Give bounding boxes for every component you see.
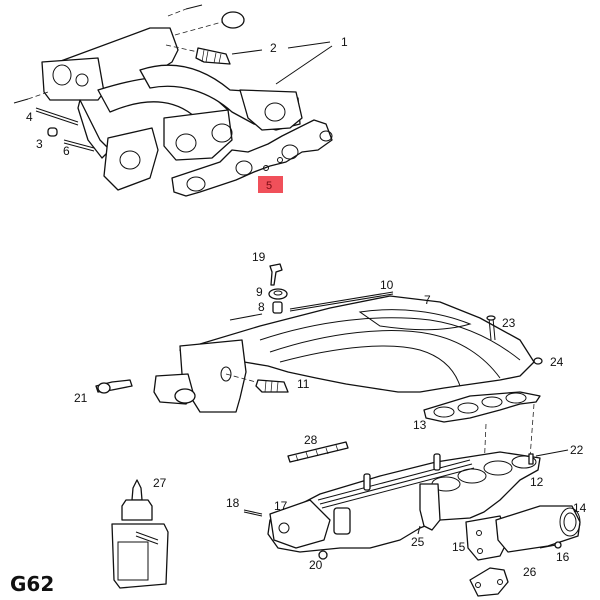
bottle-nozzle [131,479,143,501]
label-part-27[interactable]: 27 [153,476,167,490]
plenum-shell [179,295,535,393]
bottle-body [111,523,169,589]
gasket-exhaust-5[interactable] [171,119,333,197]
label-part-25[interactable]: 25 [411,535,425,549]
pin-top [185,4,203,10]
lower-manifold-12[interactable] [243,441,541,560]
cap-plug [221,11,245,29]
gasket-26[interactable] [469,567,509,597]
pin-18 [243,509,263,515]
label-part-22[interactable]: 22 [570,443,584,457]
stud-4 [35,107,79,123]
bolt-16 [539,544,557,549]
label-part-6[interactable]: 6 [63,144,70,158]
label-part-21[interactable]: 21 [74,391,88,405]
label-part-28[interactable]: 28 [304,433,318,447]
rod-10 [289,291,394,310]
port-flange-1 [103,127,159,191]
pin-left [13,98,29,104]
throttle-flange [41,57,105,101]
label-part-23[interactable]: 23 [502,316,516,330]
label-part-2[interactable]: 2 [270,41,277,55]
label-part-8[interactable]: 8 [258,300,265,314]
bracket-17 [269,499,331,549]
nut-20 [318,550,328,560]
stud-6 [63,139,95,149]
bottle-cap [121,499,153,521]
sleeve-8 [272,301,283,314]
label-part-13[interactable]: 13 [413,418,427,432]
diagram-code: G62 [10,572,54,596]
runner-3 [77,99,111,159]
label-part-7[interactable]: 7 [424,293,431,307]
label-part-18[interactable]: 18 [226,496,240,510]
sealant-bottle-27[interactable] [111,479,169,589]
bolt-23 [488,317,492,341]
label-part-14[interactable]: 14 [573,501,587,515]
nut-24 [533,357,543,365]
stud-28 [287,441,349,463]
label-part-19[interactable]: 19 [252,250,266,264]
highlight-part-5[interactable] [258,176,283,193]
label-part-16[interactable]: 16 [556,550,570,564]
port-flange-3 [239,89,303,131]
label-part-1[interactable]: 1 [341,35,348,49]
resonator-14[interactable] [465,505,581,561]
label-part-12[interactable]: 12 [530,475,544,489]
label-part-17[interactable]: 17 [274,499,288,513]
label-part-4[interactable]: 4 [26,110,33,124]
plenum-upper-7[interactable] [95,263,543,413]
grommet-9 [268,288,288,300]
stud-22 [528,453,534,465]
label-part-3[interactable]: 3 [36,137,43,151]
label-part-20[interactable]: 20 [309,558,323,572]
hose-nipple [195,47,231,65]
bolt-19 [269,263,283,286]
intake-manifold-upper[interactable] [13,4,303,191]
label-part-10[interactable]: 10 [380,278,394,292]
label-part-24[interactable]: 24 [550,355,564,369]
label-part-5[interactable]: 5 [266,180,272,192]
label-part-26[interactable]: 26 [523,565,537,579]
label-part-9[interactable]: 9 [256,285,263,299]
label-part-11[interactable]: 11 [297,377,310,391]
port-flange-2 [163,109,233,161]
pin-top-axis [167,8,187,17]
hose-nipple-11 [255,379,289,393]
nut-3 [47,127,58,137]
gasket-intake-13[interactable] [423,391,541,423]
label-part-15[interactable]: 15 [452,540,466,554]
